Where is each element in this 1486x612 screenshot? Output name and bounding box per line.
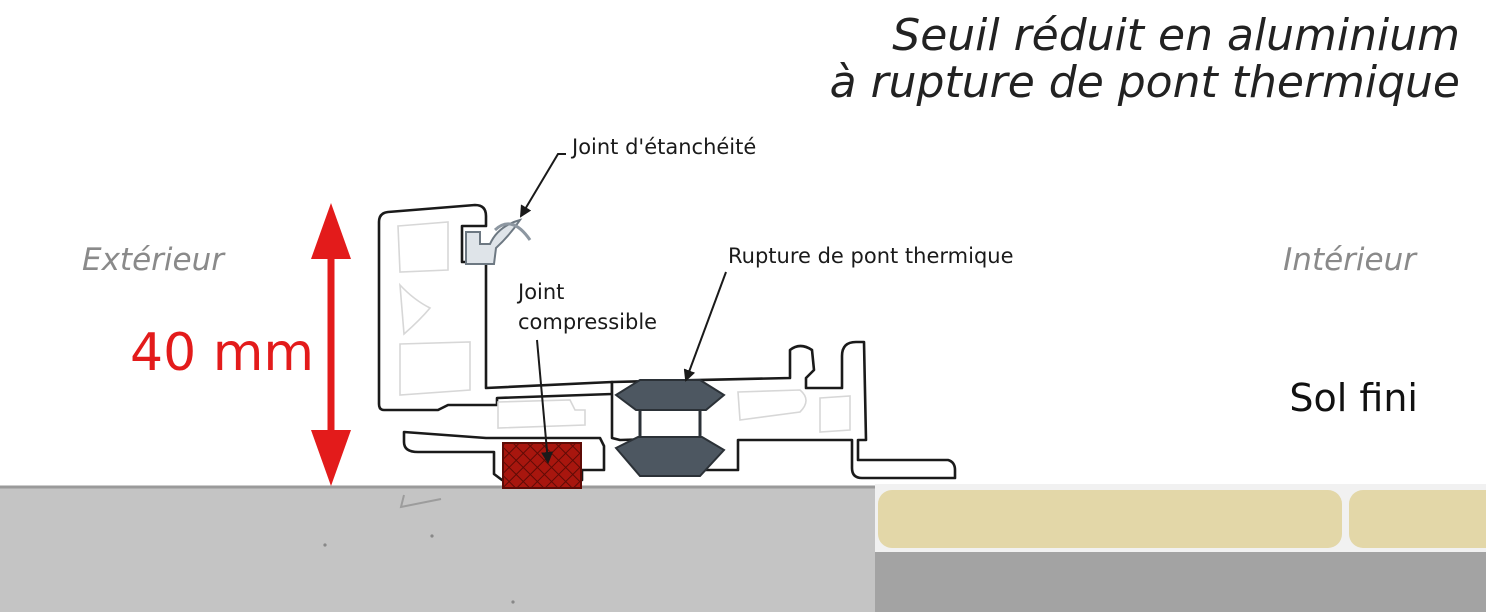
- interior-label: Intérieur: [1283, 242, 1418, 278]
- interior-chamber: [737, 389, 807, 421]
- floor-tile: [1349, 490, 1486, 548]
- exterior-upstand: [377, 203, 614, 412]
- thermal-break-upper: [614, 379, 726, 411]
- compressible-joint-callout-leader: [536, 339, 554, 464]
- diagram-title-line2: à rupture de pont thermique: [830, 57, 1460, 108]
- interior-section: [610, 340, 957, 480]
- concrete-texture-dot: [323, 543, 327, 547]
- compressible-joint: [502, 442, 582, 489]
- compressible-joint-callout-label-line1: Joint: [516, 280, 564, 304]
- interior-chamber: [819, 395, 851, 433]
- height-dimension-arrow: [311, 203, 351, 486]
- exterior-label: Extérieur: [82, 242, 226, 278]
- concrete-texture-dot: [511, 600, 515, 604]
- compressible-joint-callout-label-line2: compressible: [518, 310, 657, 334]
- seal-gasket: [465, 218, 523, 265]
- thermal-break-lower: [614, 436, 726, 477]
- thermal-break-callout-leader: [683, 271, 727, 382]
- floor-tile: [878, 490, 1342, 548]
- upstand-chamber: [399, 341, 471, 396]
- concrete-texture-mark: [399, 494, 442, 509]
- seal-callout-leader: [519, 153, 566, 218]
- upstand-chamber: [397, 221, 449, 273]
- aluminium-threshold-profile: [377, 203, 957, 489]
- interior-subfloor: [875, 552, 1486, 612]
- height-dimension-label: 40 mm: [130, 323, 314, 383]
- concrete-texture-dot: [430, 534, 434, 538]
- base-chamber: [497, 399, 586, 429]
- finished-floor-label: Sol fini: [1289, 376, 1418, 420]
- seal-callout-label: Joint d'étanchéité: [570, 135, 756, 159]
- thermal-break-callout-label: Rupture de pont thermique: [728, 244, 1014, 268]
- diagram-title-line1: Seuil réduit en aluminium: [892, 10, 1460, 61]
- concrete-slab: [0, 486, 875, 612]
- seal-gasket-lip: [493, 222, 532, 241]
- upstand-chamber: [399, 282, 432, 336]
